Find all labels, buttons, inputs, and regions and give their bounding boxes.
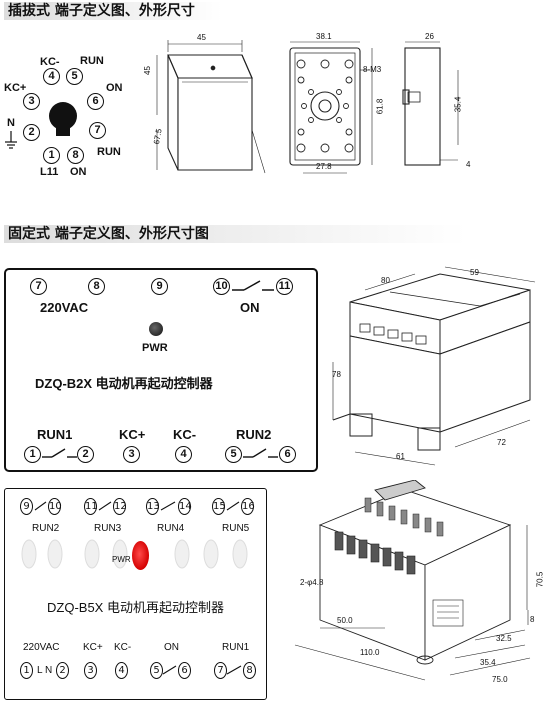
b2x-label-pwr: PWR	[142, 342, 168, 354]
b5x-pwr-led	[132, 541, 149, 570]
b2x-terminal-8: 8	[88, 278, 105, 295]
dim-35-4: 35.4	[453, 96, 463, 113]
b2x-model-name: DZQ-B2X 电动机再起动控制器	[35, 376, 213, 391]
b2x-terminal-3: 3	[123, 446, 140, 463]
label-l11: L11	[40, 166, 59, 178]
b2x-label-run2: RUN2	[236, 427, 272, 442]
b5x-top-switch-symbols	[34, 501, 240, 511]
b2x-terminal-7: 7	[30, 278, 47, 295]
section-1-title: 插拔式 端子定义图、外形尺寸	[4, 2, 222, 20]
b5x-label-run3: RUN3	[94, 523, 122, 534]
b5x-label-n: N	[45, 665, 53, 676]
label-kc-minus: KC-	[40, 56, 60, 68]
iso-dim-32-5: 32.5	[496, 634, 512, 643]
b5x-terminal-15: 15	[212, 498, 226, 515]
iso-dim-35-4: 35.4	[480, 658, 496, 667]
pin-5: 5	[66, 68, 83, 85]
iso-dim-75-0: 75.0	[492, 675, 508, 684]
b2x-panel	[4, 268, 318, 472]
b2x-terminal-9: 9	[151, 278, 168, 295]
b5x-embossed-markings	[21, 539, 248, 569]
b5x-terminal-13: 13	[146, 498, 160, 515]
b2x-switch-symbol-on	[232, 280, 274, 291]
b5x-terminal-14: 14	[178, 498, 192, 515]
b5x-terminal-16: 16	[241, 498, 255, 515]
label-n: N	[7, 117, 15, 129]
b5x-label-pwr: PWR	[112, 555, 131, 564]
b2x-label-220vac: 220VAC	[40, 300, 89, 315]
iso-dim-50-0: 50.0	[337, 616, 353, 625]
b5x-label-l: L	[37, 665, 43, 676]
b2x-terminal-4: 4	[175, 446, 192, 463]
b5x-terminal-6: 6	[178, 662, 191, 679]
label-on-right: ON	[106, 82, 123, 94]
b2x-label-kc-minus: KC-	[173, 427, 197, 442]
b5x-model-name: DZQ-B5X 电动机再起动控制器	[47, 600, 224, 615]
iso-dim-70-5: 70.5	[535, 571, 545, 588]
pin-1: 1	[43, 147, 60, 164]
b2x-switch-symbol-run1	[42, 448, 77, 458]
b2x-terminal-6: 6	[279, 446, 296, 463]
dim-38-1: 38.1	[316, 32, 332, 41]
b5x-terminal-9: 9	[20, 498, 33, 515]
box-dim-61: 61	[396, 452, 405, 461]
label-run-top: RUN	[80, 55, 104, 67]
b5x-terminal-12: 12	[113, 498, 127, 515]
dim-45-side: 45	[142, 66, 152, 75]
dim-61-8: 61.8	[375, 98, 385, 115]
pin-7: 7	[89, 122, 106, 139]
b5x-terminal-1: 1	[20, 662, 33, 679]
b5x-terminal-11: 11	[84, 498, 98, 515]
b5x-terminal-3: 3	[84, 662, 97, 679]
b2x-label-kc-plus: KC+	[119, 427, 146, 442]
b5x-label-run5: RUN5	[222, 523, 250, 534]
label-on-bottom: ON	[70, 166, 87, 178]
b2x-terminal-10: 10	[213, 278, 230, 295]
b2x-terminal-11: 11	[276, 278, 293, 295]
dim-8-m3: 8-M3	[363, 65, 382, 74]
b2x-pwr-indicator	[149, 322, 163, 336]
dim-4: 4	[466, 160, 471, 169]
dim-45-top: 45	[197, 33, 206, 42]
b2x-terminal-1: 1	[24, 446, 41, 463]
b5x-label-run1: RUN1	[222, 642, 250, 653]
pin-2: 2	[23, 124, 40, 141]
dim-27-8: 27.8	[316, 162, 332, 171]
box-dim-72: 72	[497, 438, 506, 447]
box-dim-78: 78	[332, 370, 341, 379]
iso-dim-2-phi-4-8: 2-φ4.8	[300, 578, 324, 587]
b5x-terminal-10: 10	[48, 498, 62, 515]
iso-dim-110-0: 110.0	[360, 648, 380, 657]
pin-8: 8	[67, 147, 84, 164]
b5x-panel	[4, 488, 267, 700]
b5x-label-kc-plus: KC+	[83, 642, 103, 653]
b5x-terminal-4: 4	[115, 662, 128, 679]
b5x-label-on: ON	[164, 642, 179, 653]
b2x-terminal-5: 5	[225, 446, 242, 463]
b5x-label-run2: RUN2	[32, 523, 60, 534]
section-2-title: 固定式 端子定义图、外形尺寸图	[4, 225, 466, 243]
iso-dim-8: 8	[530, 615, 535, 624]
b5x-terminal-7: 7	[214, 662, 227, 679]
pin-4: 4	[43, 68, 60, 85]
b2x-terminal-2: 2	[77, 446, 94, 463]
b5x-terminal-8: 8	[243, 662, 256, 679]
b2x-switch-symbol-run2	[243, 448, 278, 458]
b5x-label-run4: RUN4	[157, 523, 185, 534]
box-dim-59: 59	[470, 268, 479, 277]
b5x-terminal-2: 2	[56, 662, 69, 679]
b5x-terminal-5: 5	[150, 662, 163, 679]
pin-3: 3	[23, 93, 40, 110]
label-kc-plus: KC+	[4, 82, 27, 94]
b2x-label-on: ON	[240, 300, 260, 315]
b5x-bottom-switch-symbols	[162, 665, 242, 675]
pin-6: 6	[87, 93, 104, 110]
b2x-label-run1: RUN1	[37, 427, 73, 442]
label-run-right: RUN	[97, 146, 121, 158]
b5x-label-kc-minus: KC-	[114, 642, 132, 653]
dim-26: 26	[425, 32, 434, 41]
b5x-label-220vac: 220VAC	[23, 642, 60, 653]
pin-key-shape	[5, 102, 77, 149]
box-dim-80: 80	[381, 276, 390, 285]
